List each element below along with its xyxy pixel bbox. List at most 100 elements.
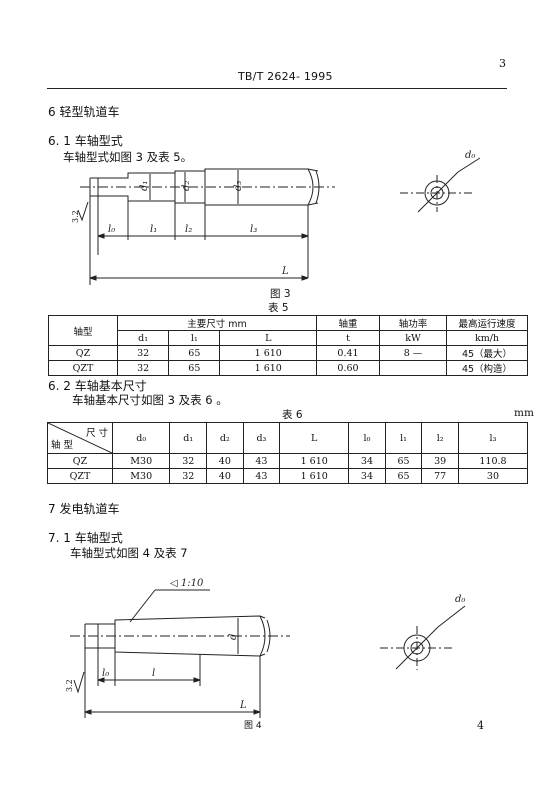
- svg-text:d₀: d₀: [455, 594, 465, 605]
- table-cell: 0.60: [316, 360, 380, 376]
- diag-bottom-label: 轴 型: [51, 440, 74, 451]
- figure-4-drawing: ◁ 1:10 d₀ d l₀ l L 3.2: [65, 578, 465, 718]
- svg-text:L: L: [239, 700, 247, 711]
- page-number-bottom: 4: [477, 719, 484, 732]
- svg-text:d₂: d₂: [181, 181, 192, 191]
- table-6-col-d0: d₀: [111, 422, 171, 454]
- table-cell: 1 610: [279, 453, 350, 469]
- table-cell: 34: [348, 468, 386, 484]
- table-6-col-l0: l₀: [348, 422, 386, 454]
- svg-text:l₂: l₂: [185, 224, 192, 235]
- table-cell: 30: [457, 468, 529, 484]
- section-6-1-text: 车轴型式如图 3 及表 5。: [63, 150, 193, 164]
- section-6-2-text: 车轴基本尺寸如图 3 及表 6 。: [72, 393, 228, 407]
- table-cell: QZ: [47, 453, 113, 469]
- table-cell: 1 610: [279, 468, 350, 484]
- table-5-header-t: t: [316, 330, 380, 346]
- table-6-col-l2: l₂: [421, 422, 459, 454]
- table-6-col-L: L: [279, 422, 350, 454]
- table-5-header-power: 轴功率: [379, 315, 447, 331]
- table-5-header-d1: d₁: [116, 330, 170, 346]
- table-6-diagonal-header: 尺 寸 轴 型: [47, 422, 113, 454]
- table-cell: 32: [169, 453, 208, 469]
- table-5-header-max-speed: 最高运行速度: [446, 315, 528, 331]
- table-cell: 110.8: [457, 453, 529, 469]
- table-cell: M30: [111, 468, 171, 484]
- table-6-col-d2: d₂: [206, 422, 244, 454]
- table-cell: 0.41: [316, 345, 380, 361]
- table-cell: 39: [421, 453, 459, 469]
- table-6-col-l3: l₃: [457, 422, 529, 454]
- svg-text:3.2: 3.2: [71, 210, 80, 223]
- section-6-1-heading: 6. 1 车轴型式: [48, 134, 123, 148]
- svg-text:l₀: l₀: [108, 224, 115, 235]
- page-number-top: 3: [499, 57, 506, 70]
- table-cell: 65: [168, 360, 221, 376]
- table-cell: 1 610: [219, 360, 317, 376]
- svg-text:d: d: [228, 634, 239, 640]
- table-cell: 32: [116, 360, 170, 376]
- figure-4-caption: 图 4: [244, 721, 262, 731]
- table-cell: 8 —: [379, 345, 447, 361]
- table-cell: 65: [384, 453, 423, 469]
- svg-text:3.2: 3.2: [65, 679, 74, 692]
- header-rule: [47, 88, 507, 89]
- table-cell: 40: [206, 468, 244, 484]
- table-cell: 45（构造）: [446, 360, 528, 376]
- section-6-heading: 6 轻型轨道车: [48, 105, 120, 119]
- svg-text:d₃: d₃: [233, 181, 244, 191]
- table-cell: 43: [242, 453, 281, 469]
- svg-text:L: L: [281, 266, 289, 277]
- table-5-header-L: L: [219, 330, 317, 346]
- figure-4-taper-label: ◁ 1:10: [170, 578, 204, 589]
- table-5-header-axle-type: 轴型: [48, 315, 118, 346]
- table-5: 轴型 主要尺寸 mm 轴重 轴功率 最高运行速度 d₁ l₁ L t kW km…: [48, 315, 528, 376]
- table-cell: [379, 360, 447, 376]
- section-6-2-heading: 6. 2 车轴基本尺寸: [48, 379, 147, 393]
- diagonal-line: [48, 423, 112, 453]
- svg-text:l₀: l₀: [102, 668, 109, 679]
- table-row: QZT M30 32 40 43 1 610 34 65 77 30: [47, 468, 529, 484]
- svg-text:l: l: [152, 668, 155, 679]
- table-cell: 32: [169, 468, 208, 484]
- svg-text:d₀: d₀: [465, 150, 475, 161]
- table-cell: 40: [206, 453, 244, 469]
- table-cell: 32: [116, 345, 170, 361]
- table-cell: QZT: [48, 360, 118, 376]
- table-row: QZT 32 65 1 610 0.60 45（构造）: [48, 360, 528, 376]
- table-cell: M30: [111, 453, 171, 469]
- table-6: 尺 寸 轴 型 d₀ d₁ d₂ d₃ L l₀ l₁ l₂ l₃ QZ M30…: [47, 422, 529, 484]
- table-cell: QZT: [47, 468, 113, 484]
- svg-text:d₁: d₁: [139, 181, 150, 191]
- standard-code: TB/T 2624- 1995: [238, 70, 333, 83]
- table-row: QZ 32 65 1 610 0.41 8 — 45（最大）: [48, 345, 528, 361]
- table-5-header-axle-load: 轴重: [316, 315, 380, 331]
- table-5-header-main-dims: 主要尺寸 mm: [117, 315, 317, 331]
- table-row: QZ M30 32 40 43 1 610 34 65 39 110.8: [47, 453, 529, 469]
- figure-3-drawing: d₀ d₁ d₂ d₃ l₀ l₁ l₂ l₃ L 3.2: [71, 150, 481, 285]
- table-cell: 1 610: [219, 345, 317, 361]
- table-cell: 43: [242, 468, 281, 484]
- table-cell: 77: [421, 468, 459, 484]
- diag-top-label: 尺 寸: [85, 428, 108, 439]
- svg-text:l₃: l₃: [250, 224, 257, 235]
- table-6-col-d1: d₁: [169, 422, 208, 454]
- table-5-title: 表 5: [268, 302, 289, 314]
- table-cell: QZ: [48, 345, 118, 361]
- table-cell: 45（最大）: [446, 345, 528, 361]
- section-7-1-heading: 7. 1 车轴型式: [48, 531, 123, 545]
- section-7-1-text: 车轴型式如图 4 及表 7: [70, 546, 188, 560]
- table-5-header-kmh: km/h: [446, 330, 528, 346]
- figure-3-caption: 图 3: [270, 288, 291, 300]
- section-7-heading: 7 发电轨道车: [48, 502, 120, 516]
- table-6-col-l1: l₁: [384, 422, 423, 454]
- svg-text:l₁: l₁: [150, 224, 157, 235]
- table-cell: 34: [348, 453, 386, 469]
- table-6-unit: mm: [514, 407, 534, 419]
- table-cell: 65: [168, 345, 221, 361]
- table-cell: 65: [384, 468, 423, 484]
- table-5-header-kw: kW: [379, 330, 447, 346]
- table-6-col-d3: d₃: [242, 422, 281, 454]
- table-6-title: 表 6: [282, 409, 303, 421]
- table-5-header-l1: l₁: [168, 330, 221, 346]
